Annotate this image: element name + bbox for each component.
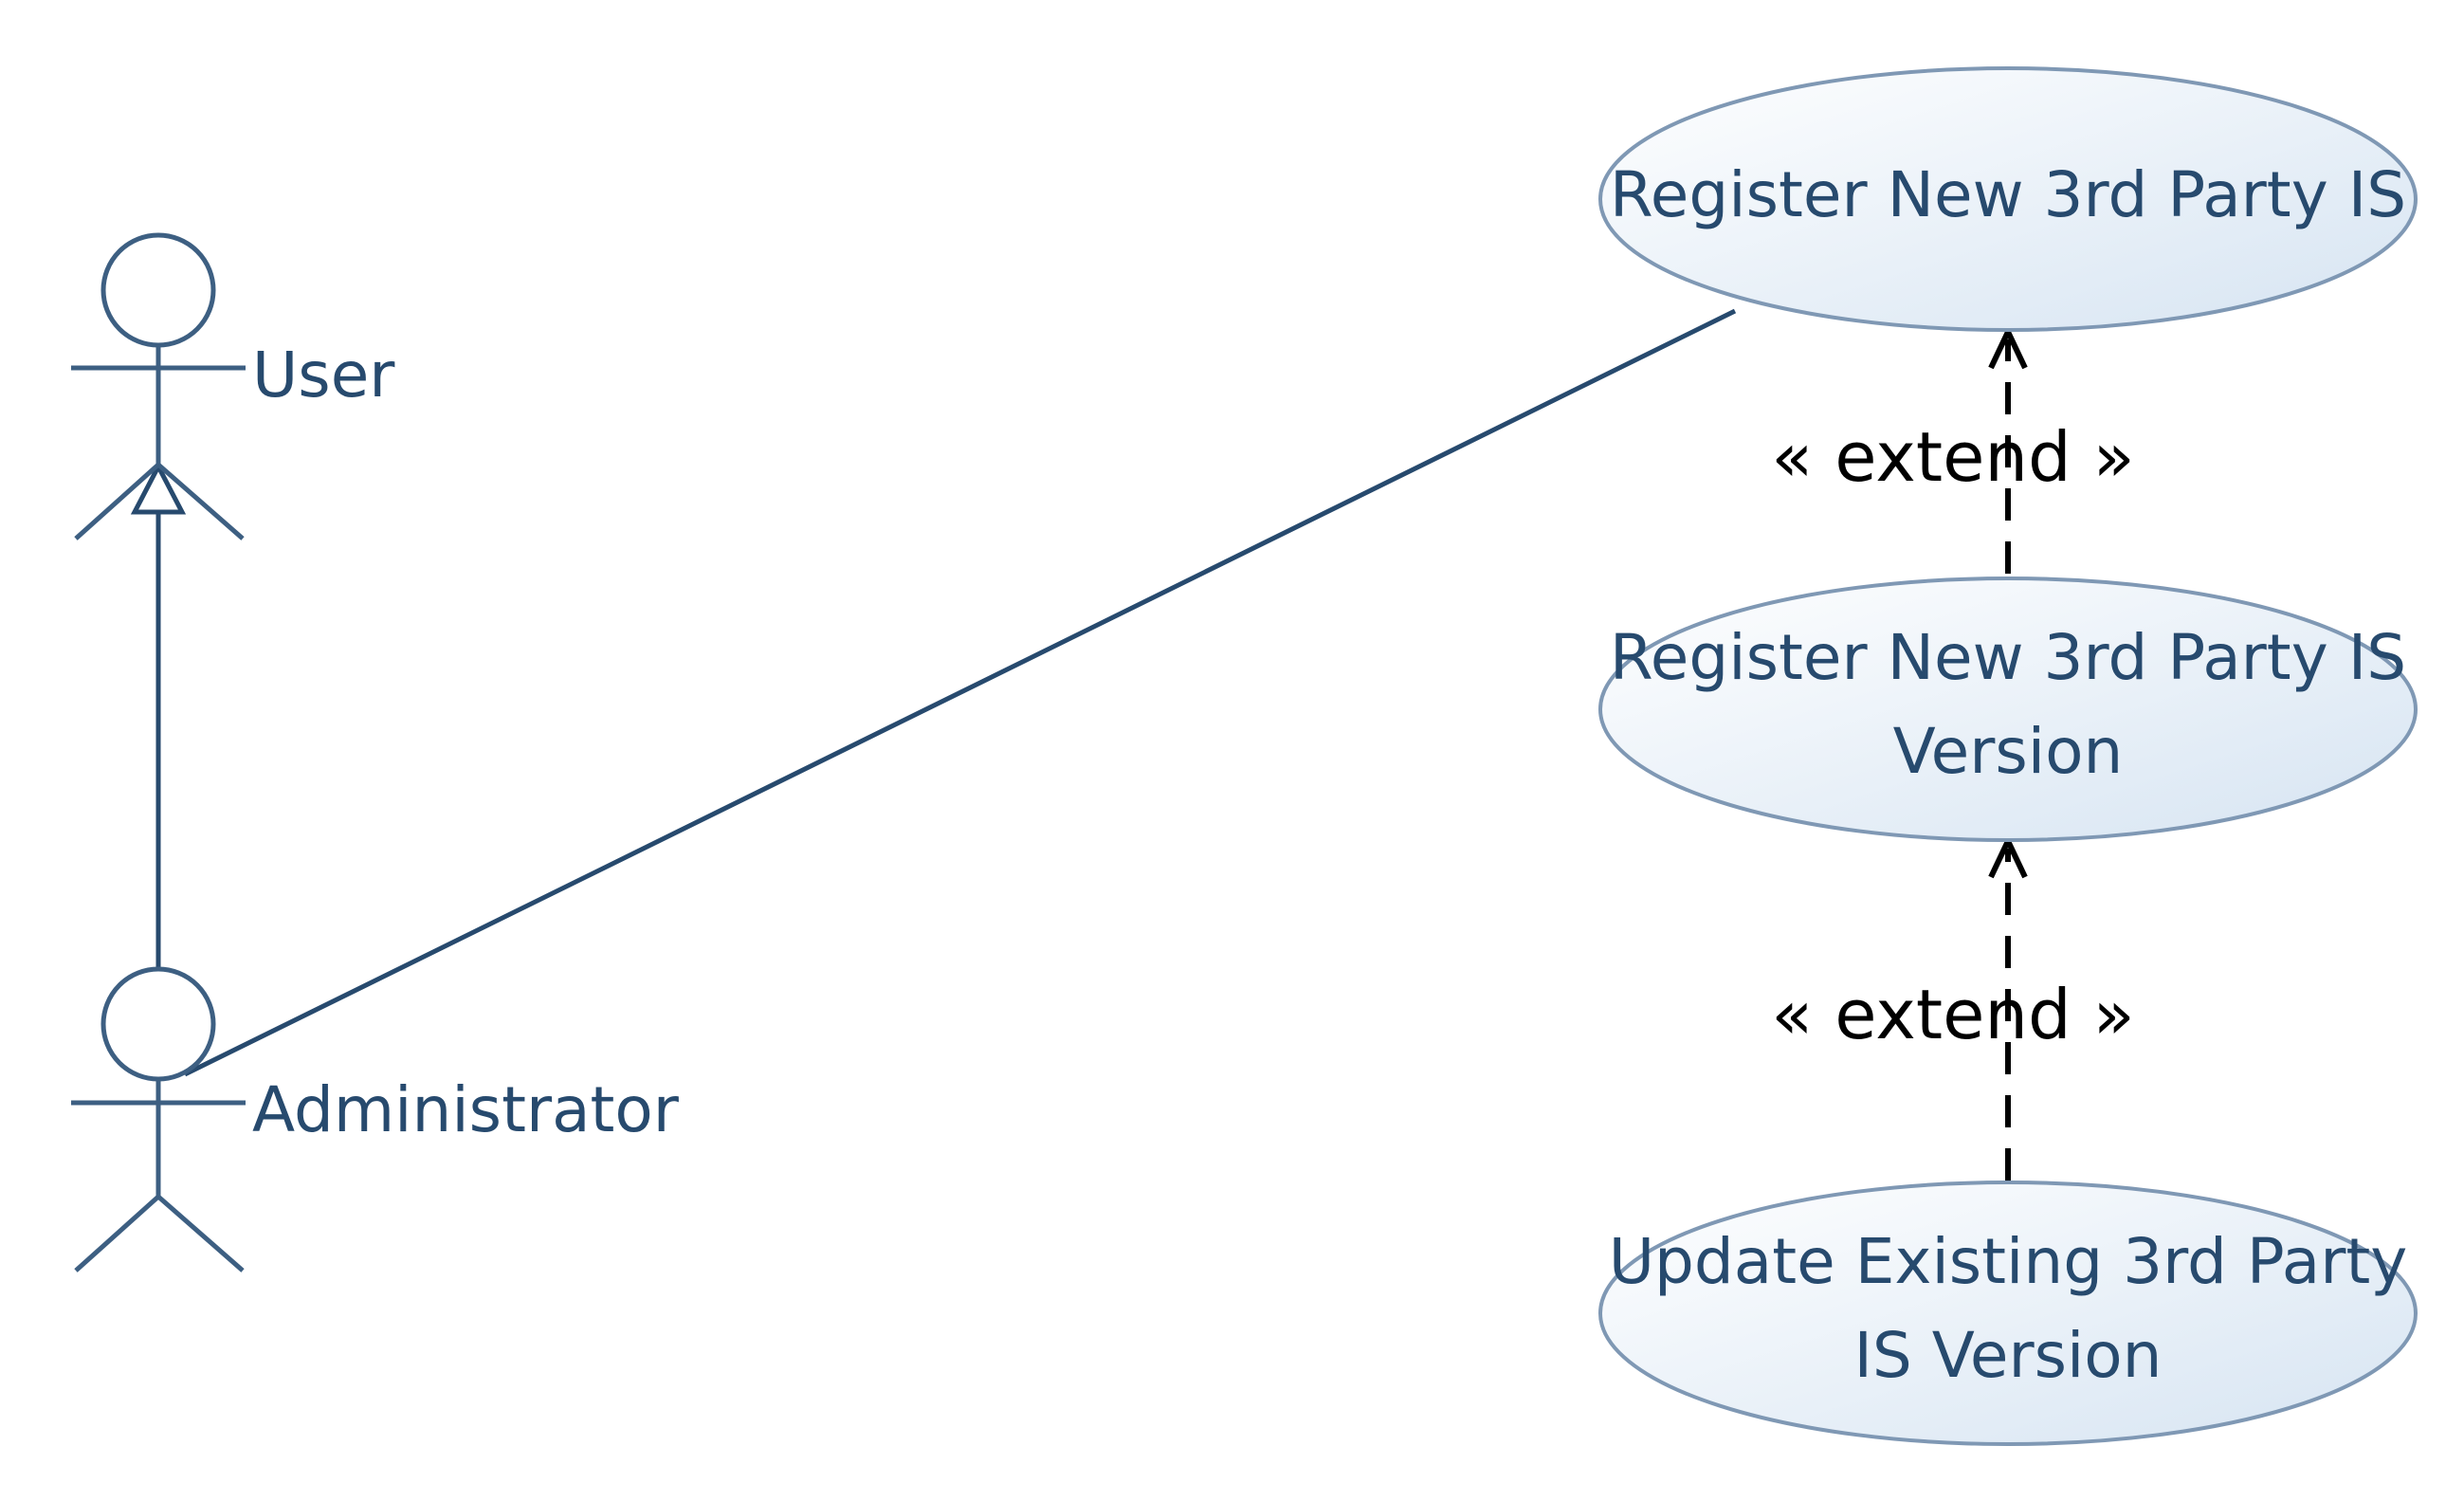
stick-figure-icon <box>71 232 246 540</box>
use-case-label: Version <box>1893 715 2124 788</box>
use-case-label: Register New 3rd Party IS <box>1610 621 2406 694</box>
use-case-label: Update Existing 3rd Party <box>1609 1225 2408 1298</box>
actor-name: Administrator <box>252 1073 680 1146</box>
extend-dependency: « extend » <box>1771 324 2135 574</box>
extend-label: « extend » <box>1771 417 2134 497</box>
use-case-update-existing-3rd-party-is-version[interactable]: Update Existing 3rd Party IS Version <box>1598 1181 2418 1446</box>
use-case-register-new-3rd-party-is[interactable]: Register New 3rd Party IS <box>1598 66 2418 332</box>
actor-administrator[interactable]: Administrator <box>71 966 680 1272</box>
association-line <box>183 308 1737 1077</box>
use-case-label: IS Version <box>1853 1319 2162 1392</box>
use-case-register-new-3rd-party-is-version[interactable]: Register New 3rd Party IS Version <box>1598 577 2418 842</box>
extend-dependency: « extend » <box>1771 833 2135 1181</box>
stick-figure-icon <box>71 966 246 1272</box>
extend-label: « extend » <box>1771 975 2134 1054</box>
actor-user[interactable]: User <box>71 232 395 540</box>
actor-name: User <box>252 339 395 412</box>
generalization-arrow <box>130 461 187 967</box>
use-case-label: Register New 3rd Party IS <box>1610 158 2406 231</box>
